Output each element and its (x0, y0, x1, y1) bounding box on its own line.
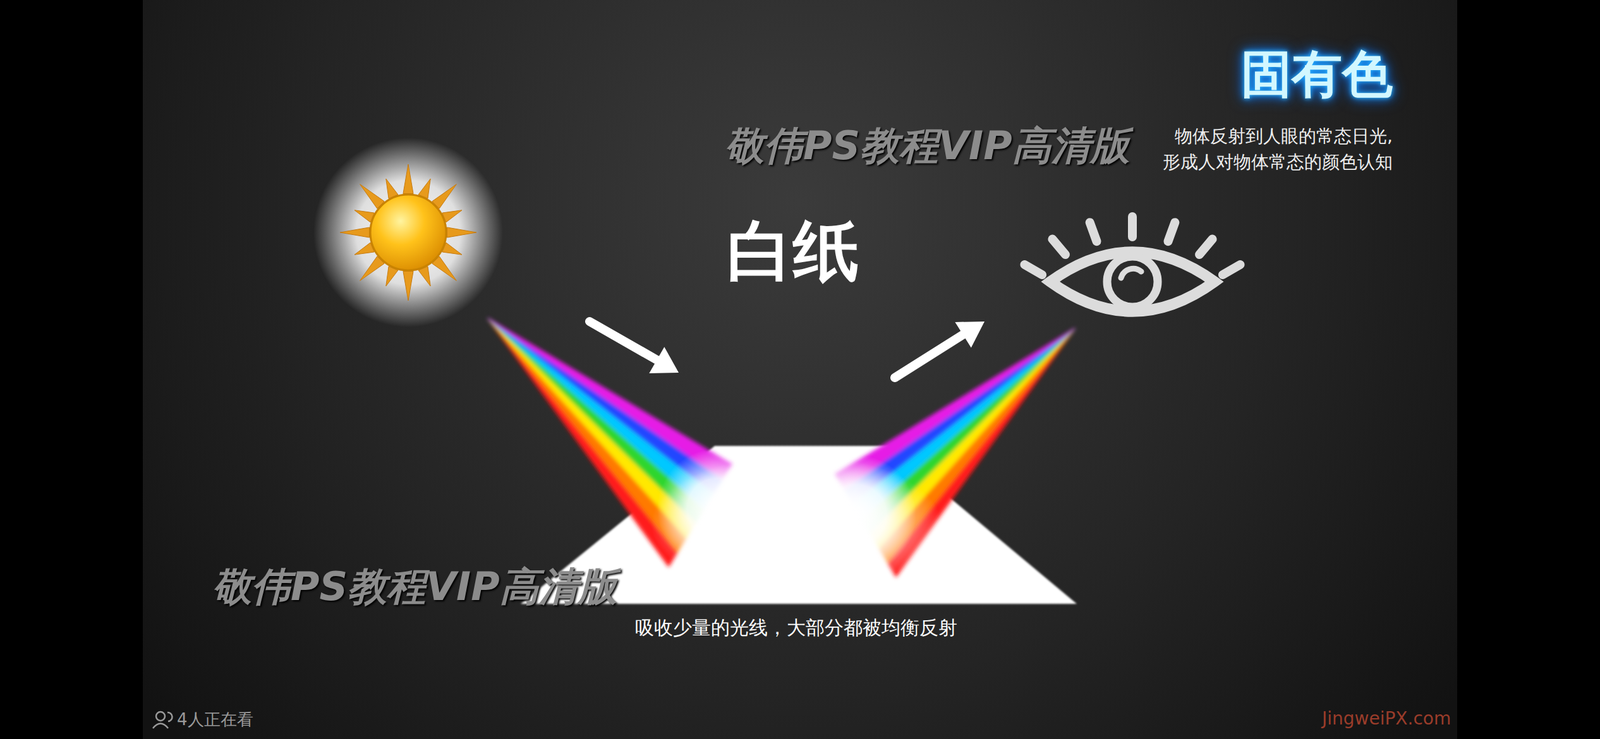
in-arrow (589, 321, 679, 374)
eye-lash (1167, 222, 1175, 242)
viewers-icon (152, 712, 173, 729)
sun-ray (360, 184, 385, 210)
sun-ray (403, 164, 414, 194)
site-watermark: JingweiPX.com (1321, 708, 1451, 730)
viewer-count: 4人正在看 (176, 710, 254, 730)
eye-lash (1024, 264, 1043, 275)
watermark: 敬伟PS教程VIP高清版 (212, 563, 618, 611)
out-arrow (894, 321, 985, 378)
eye-lash (1052, 239, 1066, 256)
paper-glow (650, 454, 942, 594)
sun-ray (403, 271, 414, 301)
watermark: 敬伟PS教程VIP高清版 (724, 122, 1130, 170)
eye-lash (1222, 264, 1241, 275)
sun-ray (432, 184, 457, 210)
eye-lash (1199, 239, 1213, 256)
eye-icon (1024, 216, 1240, 312)
sun-icon (313, 137, 504, 328)
caption-text: 吸收少量的光线，大部分都被均衡反射 (635, 616, 958, 640)
eye-lash (1090, 222, 1097, 242)
slide-title: 固有色 (1241, 44, 1393, 105)
description-text: 物体反射到人眼的常态日光, 形成人对物体常态的颜色认知 (1158, 123, 1393, 176)
slide-bg (142, 0, 1458, 739)
eye-lash (1127, 216, 1137, 237)
object-label: 白纸 (726, 211, 860, 292)
sun-ray (339, 227, 370, 238)
sun-ray (446, 227, 477, 238)
sun-ray (432, 256, 457, 282)
sun-ray (360, 256, 385, 282)
